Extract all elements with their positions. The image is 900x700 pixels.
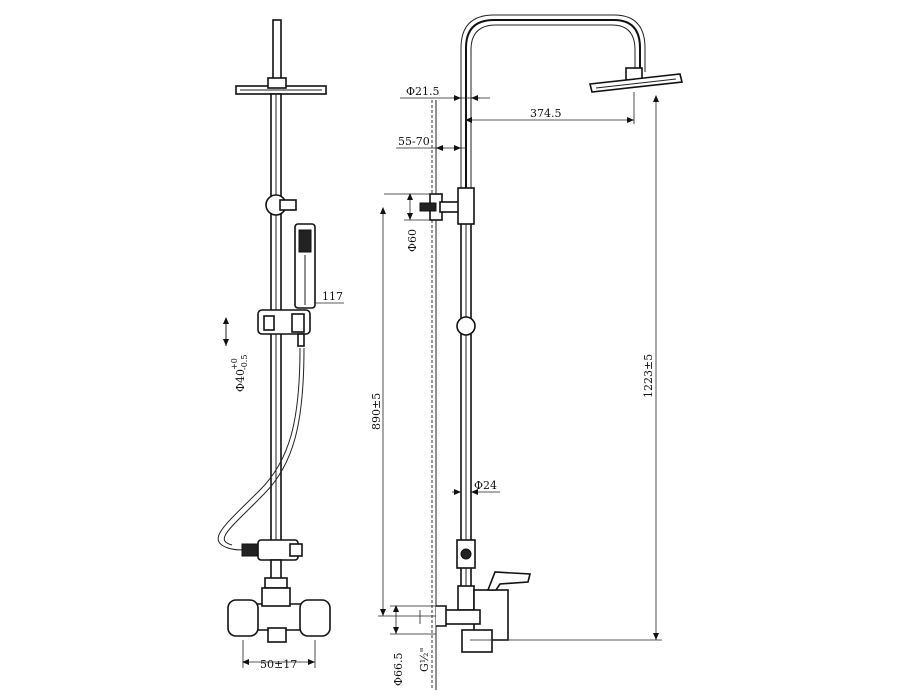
side-slider-knob bbox=[456, 316, 476, 336]
dim-thread-size: G½" bbox=[418, 647, 431, 672]
side-view: Φ21.5 374.5 55-70 Φ60 890±5 1223±5 Φ24 bbox=[370, 14, 683, 690]
side-spout bbox=[461, 629, 493, 653]
dim-slider-diameter: Φ40 +0 -0.5 bbox=[230, 355, 249, 392]
dim-mixer-height: 890±5 bbox=[370, 393, 383, 430]
front-handheld-nozzle bbox=[298, 229, 312, 253]
svg-text:-0.5: -0.5 bbox=[240, 355, 249, 370]
side-wall-flange bbox=[436, 605, 447, 627]
dim-handheld-offset: 117 bbox=[322, 290, 343, 303]
side-mixer-lever bbox=[486, 571, 532, 591]
dim-inlet-diameter: Φ66.5 bbox=[392, 652, 405, 686]
front-head-connector bbox=[267, 77, 287, 89]
svg-text:Φ40: Φ40 bbox=[234, 369, 247, 392]
front-mixer-cap-left bbox=[227, 599, 259, 637]
dim-wall-distance: 55-70 bbox=[398, 135, 430, 148]
front-hose bbox=[217, 347, 301, 551]
side-bracket-clamp bbox=[457, 187, 475, 225]
front-mixer-cap-right bbox=[299, 599, 331, 637]
front-mixer-spout bbox=[267, 627, 287, 643]
dim-arm-reach: 374.5 bbox=[530, 107, 562, 120]
side-bracket-screw bbox=[419, 202, 437, 212]
dim-riser-diameter: Φ24 bbox=[474, 479, 497, 492]
svg-text:+0: +0 bbox=[230, 358, 239, 370]
dim-bracket-diameter: Φ60 bbox=[406, 229, 419, 252]
dim-mixer-spacing: 50±17 bbox=[260, 658, 297, 671]
dim-arm-diameter: Φ21.5 bbox=[406, 85, 440, 98]
front-view: 117 Φ40 +0 -0.5 50±17 bbox=[217, 19, 344, 671]
dim-total-height: 1223±5 bbox=[642, 354, 655, 398]
front-mixer-handle bbox=[261, 587, 291, 607]
side-arched-arm bbox=[465, 19, 641, 192]
